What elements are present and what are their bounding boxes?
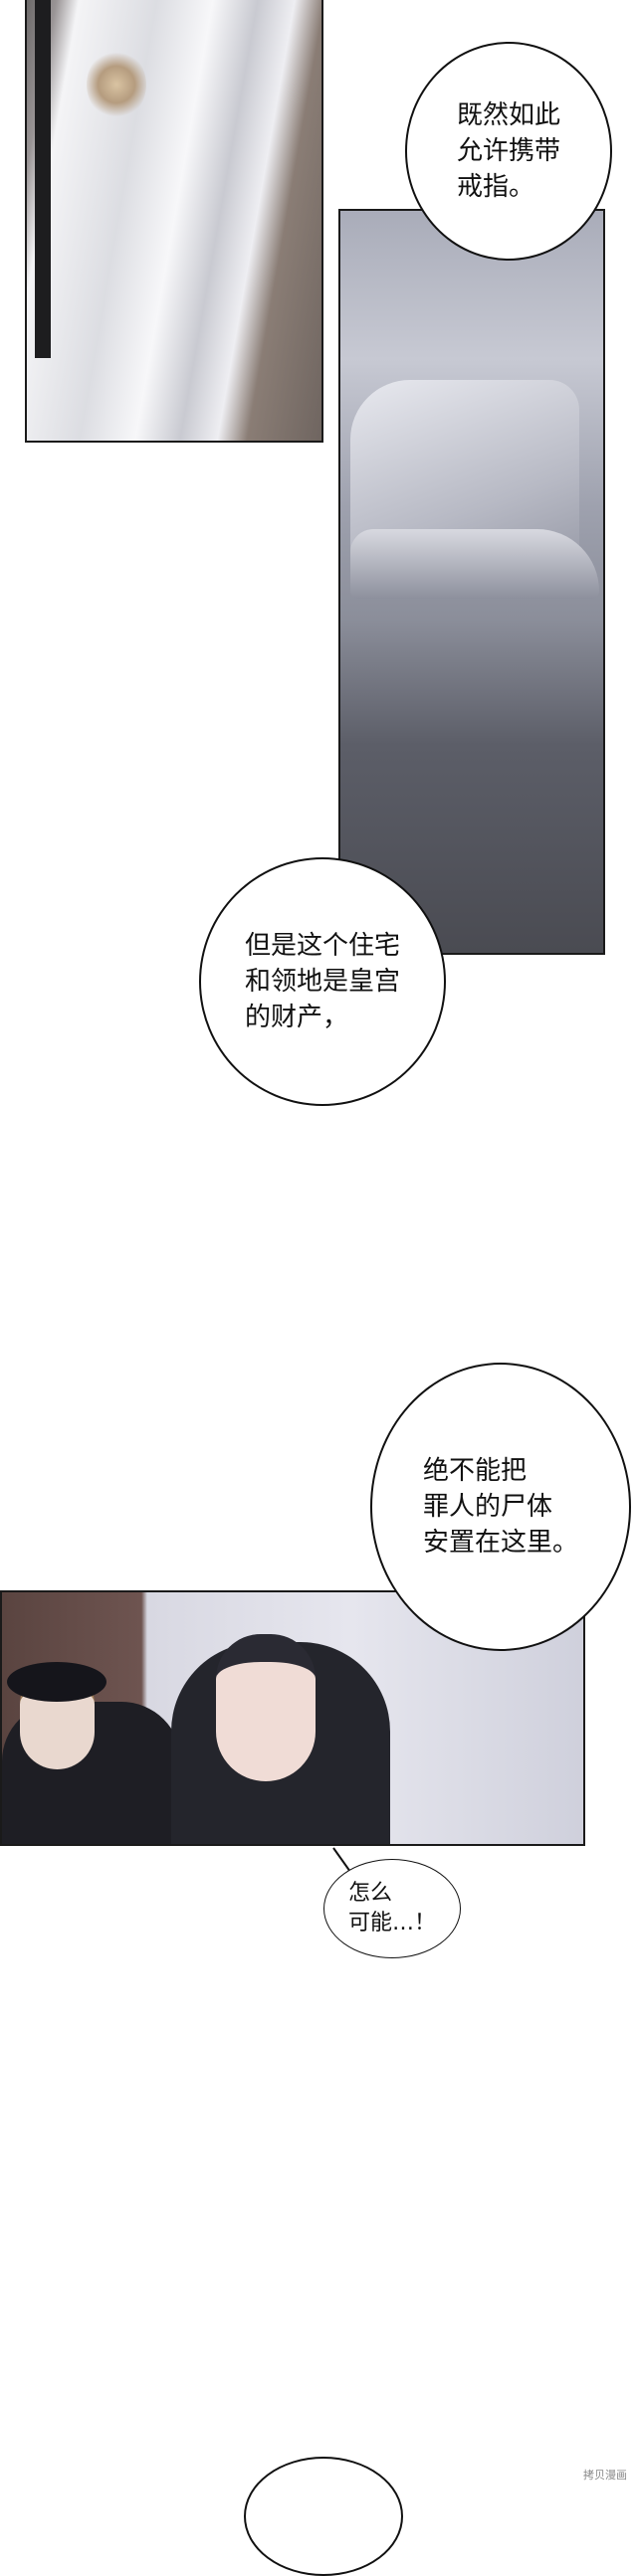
panel-white-suit [25,0,323,443]
bubble-text: 既然如此 允许携带 戒指。 [456,100,560,202]
speech-bubble-1: 既然如此 允许携带 戒指。 [405,42,612,261]
speech-bubble-2: 但是这个住宅 和领地是皇宫 的财产， [199,857,446,1106]
speech-bubble-partial [244,2457,403,2576]
black-hat [7,1662,106,1702]
flower-embroidery [87,50,146,119]
watermark: 拷贝漫画 [583,2469,627,2482]
boot-shoe [350,529,599,599]
bubble-text: 绝不能把 罪人的尸体 安置在这里。 [422,1456,578,1558]
bubble-text: 怎么 可能…！ [347,1881,436,1935]
bubble-text: 但是这个住宅 和领地是皇宫 的财产， [244,931,400,1032]
man-head [216,1634,316,1781]
belt-strap [35,0,51,358]
speech-bubble-4: 怎么 可能…！ [323,1859,461,1958]
speech-bubble-3: 绝不能把 罪人的尸体 安置在这里。 [370,1363,631,1651]
panel-boot [338,209,605,955]
